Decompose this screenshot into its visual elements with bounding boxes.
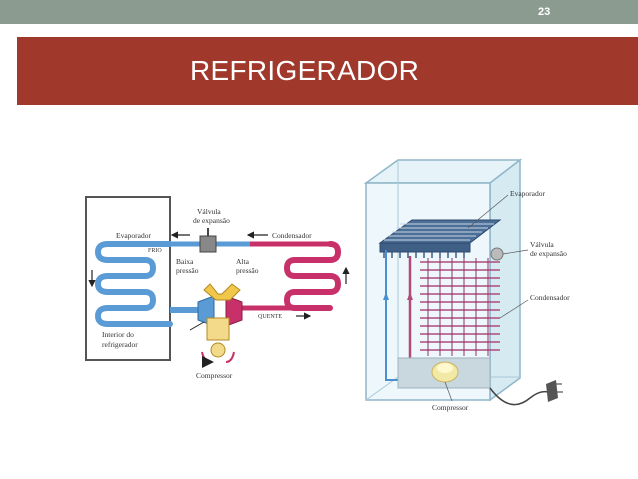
power-cord xyxy=(489,387,549,406)
evaporator-label-right: Evaporador xyxy=(510,189,545,198)
pointer-line xyxy=(189,321,205,331)
left-cycle-diagram: Válvula de expansão Evaporador Condensad… xyxy=(85,196,350,380)
evaporator-label: Evaporador xyxy=(116,231,151,240)
evaporator-coil xyxy=(94,241,173,327)
high-pressure-label-1: Alta xyxy=(236,257,250,266)
low-pressure-label-1: Baixa xyxy=(176,257,194,266)
expansion-valve xyxy=(199,235,217,253)
condenser-label-right: Condensador xyxy=(530,293,570,302)
valve-label-right-2: de expansão xyxy=(530,249,567,258)
condenser-label: Condensador xyxy=(272,231,312,240)
compressor xyxy=(197,283,243,368)
low-pressure-label-2: pressão xyxy=(176,266,199,275)
plug xyxy=(546,380,558,402)
cold-label: FRIO xyxy=(148,248,162,254)
interior-label-1: Interior do xyxy=(102,330,134,339)
page-number: 23 xyxy=(538,6,551,18)
slide-title: REFRIGERADOR xyxy=(190,55,420,86)
high-pressure-label-2: pressão xyxy=(236,266,259,275)
right-fridge-diagram: Evaporador Válvula de expansão Condensad… xyxy=(363,158,570,412)
interior-label-2: refrigerador xyxy=(102,340,138,349)
top-bar xyxy=(0,0,638,24)
compressor-label-right: Compressor xyxy=(432,403,469,412)
valve-label-1: Válvula xyxy=(197,207,221,216)
expansion-valve-3d xyxy=(490,247,504,261)
compressor-label: Compressor xyxy=(196,371,233,380)
valve-label-2: de expansão xyxy=(193,216,230,225)
condenser-grid xyxy=(420,258,500,356)
condenser-coil xyxy=(283,241,342,311)
compressor-3d xyxy=(397,357,491,389)
evaporator-coil-3d xyxy=(378,219,502,258)
title-band xyxy=(17,37,638,105)
hot-label: QUENTE xyxy=(258,314,282,320)
valve-label-right-1: Válvula xyxy=(530,240,554,249)
